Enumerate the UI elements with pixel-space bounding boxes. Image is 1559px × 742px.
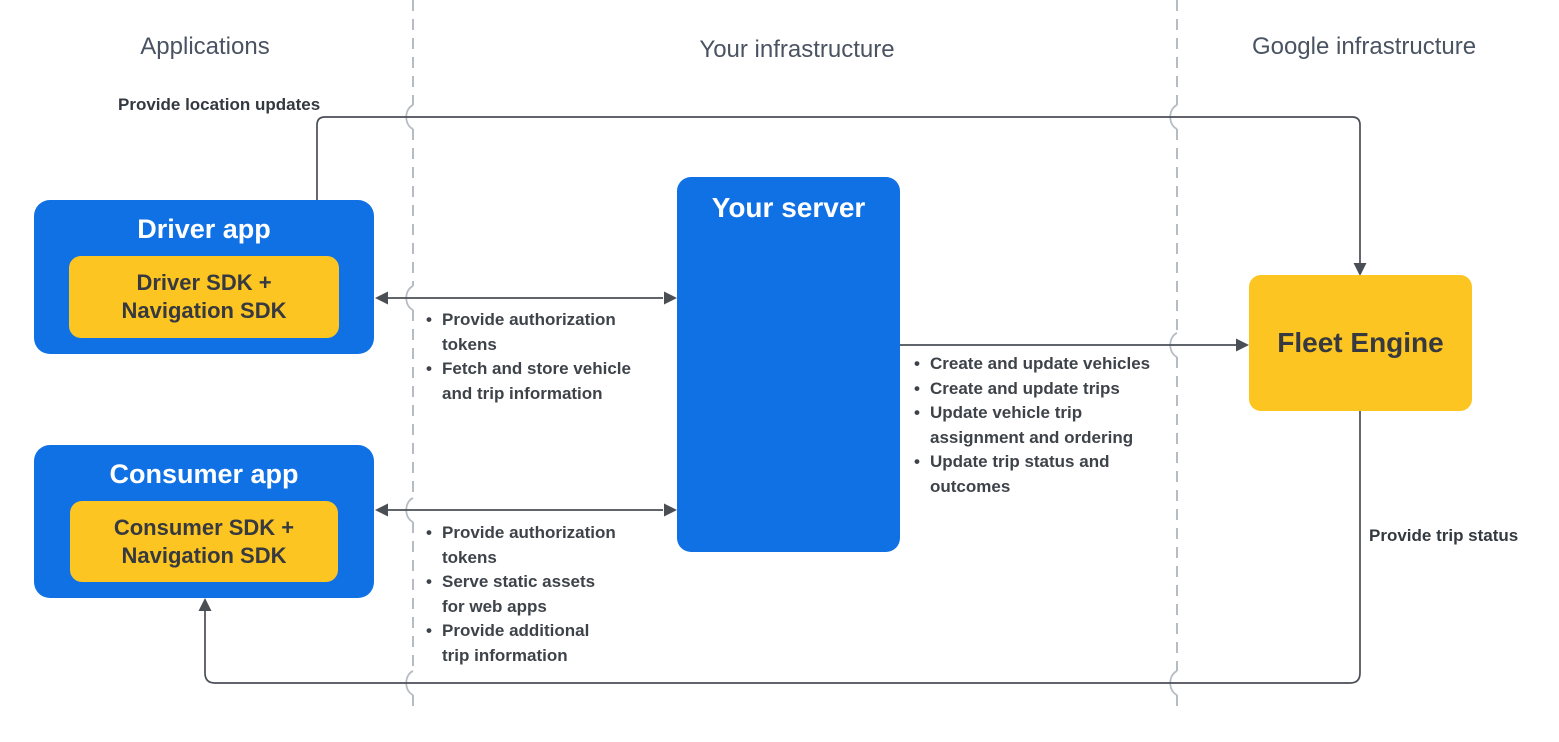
driver-app-node: Driver app Driver SDK + Navigation SDK (34, 200, 374, 354)
edge-fleet-to-consumer (204, 411, 1361, 684)
driver-app-title: Driver app (137, 214, 271, 244)
fleet-engine-title: Fleet Engine (1277, 327, 1444, 358)
bullet-item: Provide authorization tokens (426, 308, 646, 357)
bullet-list-consumer-server: Provide authorization tokens Serve stati… (426, 521, 621, 668)
bullet-item: Provide additional trip information (426, 619, 621, 668)
fleet-engine-node: Fleet Engine (1249, 275, 1472, 411)
bullet-item: Create and update trips (914, 377, 1166, 402)
column-header-google-infrastructure: Google infrastructure (1251, 33, 1477, 60)
arrowhead-into-fleet-top (1353, 263, 1367, 276)
arrowhead-into-consumer-bottom (198, 598, 212, 611)
bullet-item: Update trip status and outcomes (914, 450, 1166, 499)
arrowhead-into-consumer-side (375, 503, 388, 517)
divider-your-infrastructure (405, 0, 414, 713)
bullet-list-server-fleet: Create and update vehicles Create and up… (914, 352, 1166, 499)
bullet-list-driver-server: Provide authorization tokens Fetch and s… (426, 308, 646, 406)
bullet-item: Update vehicle trip assignment and order… (914, 401, 1166, 450)
arrowhead-into-fleet-left (1236, 338, 1249, 352)
bullet-item: Fetch and store vehicle and trip informa… (426, 357, 646, 406)
arrowhead-into-driver (375, 291, 388, 305)
driver-sdk-label: Driver SDK + Navigation SDK (121, 270, 287, 323)
consumer-app-title: Consumer app (109, 459, 299, 489)
your-server-node: Your server (677, 177, 900, 552)
consumer-sdk-node: Consumer SDK + Navigation SDK (70, 501, 338, 582)
edge-driver-to-fleet-location (316, 116, 1361, 263)
column-header-your-infrastructure: Your infrastructure (699, 36, 895, 63)
consumer-sdk-label: Consumer SDK + Navigation SDK (113, 514, 295, 568)
bullet-item: Create and update vehicles (914, 352, 1166, 377)
divider-google-infrastructure (1169, 0, 1178, 713)
bullet-item: Provide authorization tokens (426, 521, 621, 570)
arrowhead-into-server-top (664, 291, 677, 305)
bullet-item: Serve static assets for web apps (426, 570, 621, 619)
edge-label-location-updates: Provide location updates (118, 95, 321, 114)
arrowhead-into-server-bottom (664, 503, 677, 517)
edge-label-trip-status: Provide trip status (1369, 526, 1519, 545)
your-server-title: Your server (711, 192, 866, 223)
column-header-applications: Applications (140, 33, 270, 60)
consumer-app-node: Consumer app Consumer SDK + Navigation S… (34, 445, 374, 598)
driver-sdk-node: Driver SDK + Navigation SDK (69, 256, 339, 338)
